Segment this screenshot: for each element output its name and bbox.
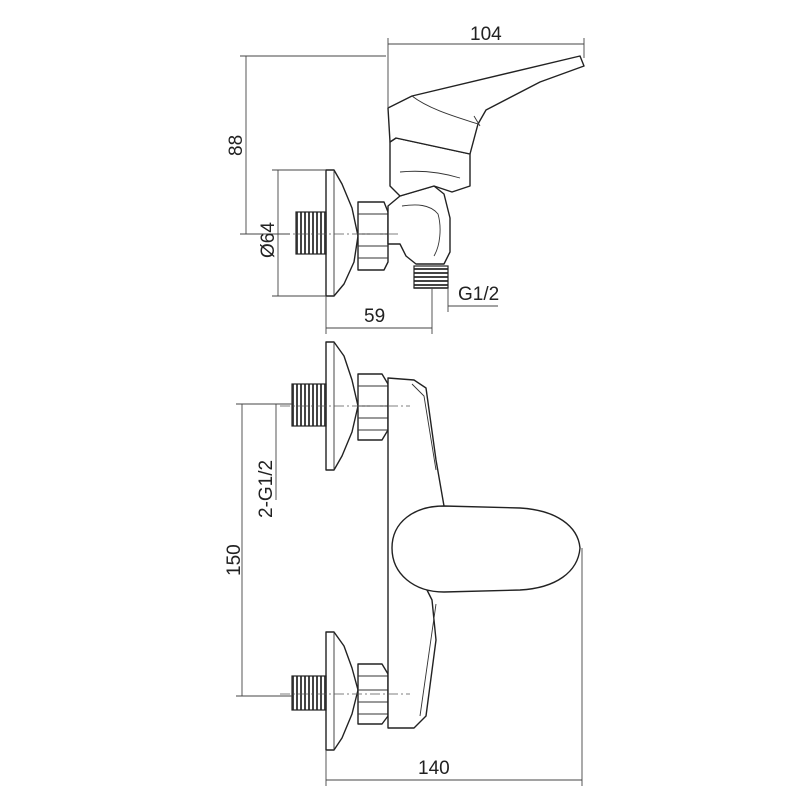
dim-outlet-offset-label: 59 [364,306,385,327]
side-inlet-thread [295,211,327,255]
side-view: 104 88 Ø64 59 G1/2 [226,24,585,334]
dim-top-height: 88 [226,55,386,235]
front-lower-flange [325,631,359,751]
dim-outlet-thread: G1/2 [447,284,499,312]
dim-top-height-label: 88 [226,135,247,156]
front-view: 150 2-G1/2 140 [224,341,583,786]
front-lower-inlet-thread [291,675,327,711]
dim-inlet-thread-label: 2-G1/2 [256,460,277,518]
dim-outlet-offset: 59 [325,288,433,334]
dim-inlet-spacing: 150 [224,403,292,697]
dim-front-width-label: 140 [418,758,450,779]
dim-top-width: 104 [387,24,585,108]
side-body [387,137,471,265]
side-hex-nut [357,201,389,271]
dim-front-width: 140 [325,548,583,786]
front-lever-handle [391,505,581,593]
side-wall-flange [325,169,359,297]
dim-inlet-thread: 2-G1/2 [256,404,277,518]
side-lever-handle [387,55,585,155]
dim-flange-diameter: Ø64 [258,169,326,297]
front-upper-inlet-thread [291,383,327,427]
dim-top-width-label: 104 [470,24,502,45]
dim-outlet-thread-label: G1/2 [458,284,499,305]
side-outlet-thread [413,265,449,289]
dim-flange-diameter-label: Ø64 [258,222,279,258]
dim-inlet-spacing-label: 150 [224,544,245,576]
front-upper-hex-nut [357,373,389,441]
